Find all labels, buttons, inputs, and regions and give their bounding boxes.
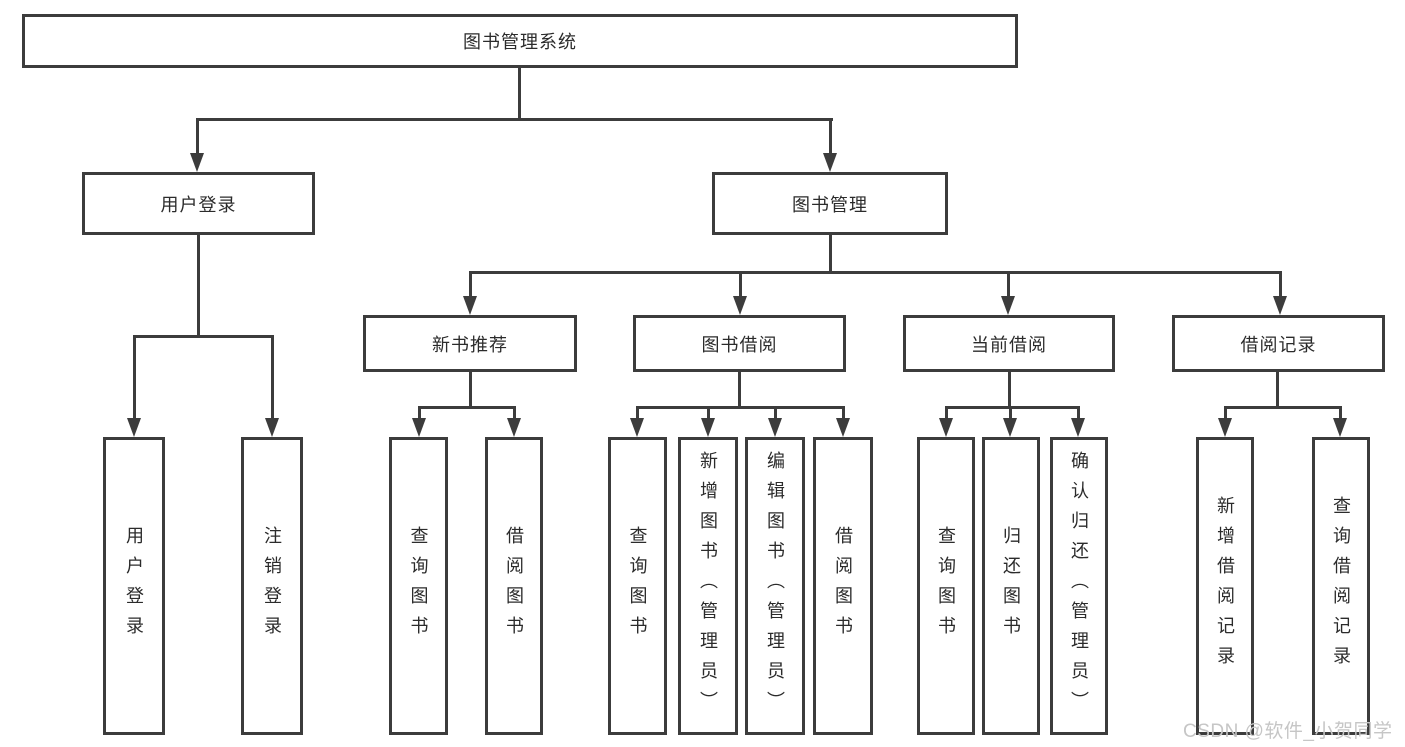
connector-new-book-bus [418,406,516,409]
leaf-logout-label: 注销登录 [262,526,282,646]
connector-current-borrow-bus [945,406,1080,409]
node-user-login-label: 用户登录 [160,194,237,215]
leaf-add-borrow-record-label: 新增借阅记录 [1215,496,1235,676]
leaf-add-books-admin-label: 新增图书（管理员） [698,451,718,721]
leaf-borrow-books-1: 借阅图书 [485,437,543,735]
leaf-user-login-label: 用户登录 [124,526,144,646]
connector-drop-new-book [469,271,472,299]
node-current-borrow: 当前借阅 [903,315,1115,372]
connector-drop-leaf [513,406,516,422]
arrowhead-icon [733,296,747,315]
leaf-query-books-1-label: 查询图书 [408,526,429,646]
connector-drop-leaf [1077,406,1080,422]
connector-drop-book-management [829,118,832,158]
arrowhead-icon [507,418,521,437]
node-new-book-recommend: 新书推荐 [363,315,577,372]
leaf-confirm-return-admin-label: 确认归还（管理员） [1069,451,1089,721]
leaf-query-borrow-record: 查询借阅记录 [1312,437,1370,735]
connector-drop-leaf [271,335,274,420]
connector-drop-leaf [1224,406,1227,422]
connector-drop-leaf [133,335,136,420]
connector-drop-leaf [418,406,421,422]
connector-root-bus [196,118,833,121]
connector-user-login-stem [197,235,200,337]
node-book-management-label: 图书管理 [792,194,868,215]
connector-drop-leaf [842,406,845,422]
csdn-watermark: CSDN @软件_小贺同学 [1183,721,1393,742]
leaf-edit-books-admin: 编辑图书（管理员） [745,437,805,735]
connector-drop-leaf [636,406,639,422]
node-borrow-records-label: 借阅记录 [1240,334,1317,355]
leaf-query-books-2: 查询图书 [608,437,667,735]
connector-drop-leaf [945,406,948,422]
node-root: 图书管理系统 [22,14,1018,68]
arrowhead-icon [836,418,850,437]
arrowhead-icon [265,418,279,437]
connector-root-stem [518,65,521,120]
node-new-book-recommend-label: 新书推荐 [432,334,508,355]
connector-book-borrow-bus [636,406,845,409]
leaf-add-books-admin: 新增图书（管理员） [678,437,738,735]
arrowhead-icon [1003,418,1017,437]
connector-borrow-records-stem [1276,372,1279,409]
arrowhead-icon [127,418,141,437]
arrowhead-icon [1218,418,1232,437]
node-user-login: 用户登录 [82,172,315,235]
arrowhead-icon [190,153,204,172]
connector-drop-leaf [1009,406,1012,422]
arrowhead-icon [463,296,477,315]
node-current-borrow-label: 当前借阅 [971,334,1047,355]
arrowhead-icon [701,418,715,437]
leaf-logout: 注销登录 [241,437,303,735]
node-book-borrow-label: 图书借阅 [701,334,778,355]
leaf-query-books-2-label: 查询图书 [627,526,648,646]
arrowhead-icon [1071,418,1085,437]
connector-user-login-bus [133,335,274,338]
connector-book-management-bus [469,271,1282,274]
leaf-query-borrow-record-label: 查询借阅记录 [1331,496,1351,676]
connector-drop-book-borrow [739,271,742,299]
leaf-edit-books-admin-label: 编辑图书（管理员） [765,451,785,721]
leaf-return-books: 归还图书 [982,437,1040,735]
node-book-borrow: 图书借阅 [633,315,846,372]
leaf-borrow-books-2: 借阅图书 [813,437,873,735]
leaf-query-books-3-label: 查询图书 [936,526,956,646]
arrowhead-icon [768,418,782,437]
connector-borrow-records-bus [1224,406,1341,409]
leaf-borrow-books-1-label: 借阅图书 [504,526,524,646]
leaf-borrow-books-2-label: 借阅图书 [833,526,853,646]
arrowhead-icon [939,418,953,437]
node-book-management: 图书管理 [712,172,948,235]
connector-drop-current-borrow [1007,271,1010,299]
arrowhead-icon [1001,296,1015,315]
leaf-add-borrow-record: 新增借阅记录 [1196,437,1254,735]
arrowhead-icon [630,418,644,437]
node-borrow-records: 借阅记录 [1172,315,1385,372]
arrowhead-icon [1273,296,1287,315]
connector-drop-leaf [1339,406,1342,422]
connector-drop-user-login [196,118,199,158]
arrowhead-icon [412,418,426,437]
connector-book-borrow-stem [738,372,741,409]
connector-drop-leaf [707,406,710,422]
leaf-return-books-label: 归还图书 [1001,526,1021,646]
node-root-label: 图书管理系统 [463,32,577,52]
arrowhead-icon [1333,418,1347,437]
connector-drop-borrow-records [1279,271,1282,299]
connector-book-management-stem [829,235,832,274]
leaf-query-books-1: 查询图书 [389,437,448,735]
leaf-query-books-3: 查询图书 [917,437,975,735]
arrowhead-icon [823,153,837,172]
connector-drop-leaf [774,406,777,422]
connector-current-borrow-stem [1008,372,1011,409]
leaf-user-login: 用户登录 [103,437,165,735]
connector-new-book-stem [469,372,472,409]
leaf-confirm-return-admin: 确认归还（管理员） [1050,437,1108,735]
